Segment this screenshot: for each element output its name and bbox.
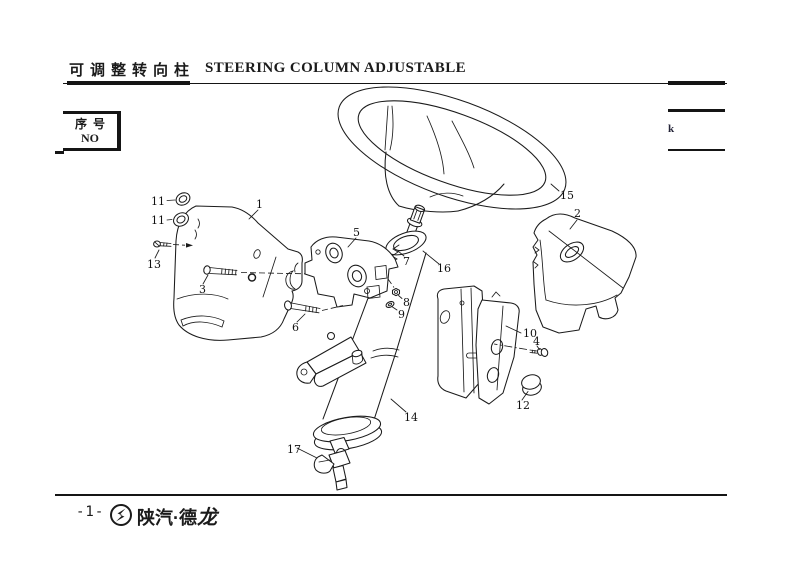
callout-12: 12	[516, 399, 530, 412]
page-title-chinese: 可调整转向柱	[69, 62, 196, 79]
callout-11b: 11	[151, 214, 165, 227]
leader-lines	[154, 183, 578, 459]
part-screw-4	[493, 343, 549, 357]
part-bolt-6	[284, 300, 344, 314]
part-column-head	[385, 204, 427, 269]
part-bracket-10	[436, 285, 520, 405]
index-column-header-box: 序号 NO	[63, 111, 121, 151]
part-steering-wheel	[337, 86, 567, 213]
callout-2: 2	[574, 207, 581, 220]
callout-13: 13	[147, 258, 161, 271]
right-fragment-rule-bottom	[668, 148, 725, 151]
page-number: -1-	[76, 504, 105, 520]
part-bolt-3	[203, 265, 323, 282]
part-upper-cover	[532, 213, 637, 334]
brand-suffix: 龙	[197, 507, 217, 529]
header-rule	[63, 82, 727, 85]
brand-prefix: 陕汽·德	[137, 508, 197, 528]
part-cap-12	[521, 374, 542, 396]
page-title-english: STEERING COLUMN ADJUSTABLE	[205, 60, 467, 76]
part-grommet-lower	[173, 212, 189, 227]
callout-9: 9	[398, 308, 405, 321]
part-grommet-upper	[175, 192, 191, 206]
callout-4: 4	[533, 335, 540, 348]
callout-8: 8	[403, 296, 410, 309]
callout-10: 10	[523, 327, 537, 340]
part-screw-13	[153, 240, 193, 248]
callout-6: 6	[292, 321, 299, 334]
brand-text: 陕汽·德龙	[137, 501, 217, 530]
right-fragment-cell: k	[668, 123, 675, 135]
index-column-label-en: NO	[81, 131, 99, 145]
index-column-label-zh: 序号	[74, 117, 111, 131]
callout-17: 17	[287, 443, 301, 456]
callout-7: 7	[403, 255, 410, 268]
callout-14: 14	[404, 411, 418, 424]
callout-15: 15	[560, 189, 574, 202]
part-clamp-arm	[296, 331, 367, 387]
part-lower-cover	[173, 205, 303, 341]
right-fragment-rule-top	[668, 81, 725, 85]
right-fragment-rule-mid	[668, 109, 725, 112]
callout-3: 3	[199, 283, 206, 296]
callout-16: 16	[437, 262, 451, 275]
callout-5: 5	[353, 226, 360, 239]
part-bracket-5	[304, 236, 399, 308]
shaanxi-auto-logo-icon	[110, 504, 132, 526]
footer-rule	[55, 493, 727, 497]
callout-1: 1	[256, 198, 263, 211]
callout-labels: 1 2 3 4 5 6 7 8 9 10 11 11 12 13 14 15 1…	[147, 189, 581, 456]
title-underline	[67, 81, 190, 85]
index-box-rule-extension	[55, 150, 64, 154]
part-universal-joint	[313, 436, 351, 491]
part-nut-8	[387, 278, 401, 297]
callout-11a: 11	[151, 195, 165, 208]
part-clip-9	[385, 301, 395, 308]
